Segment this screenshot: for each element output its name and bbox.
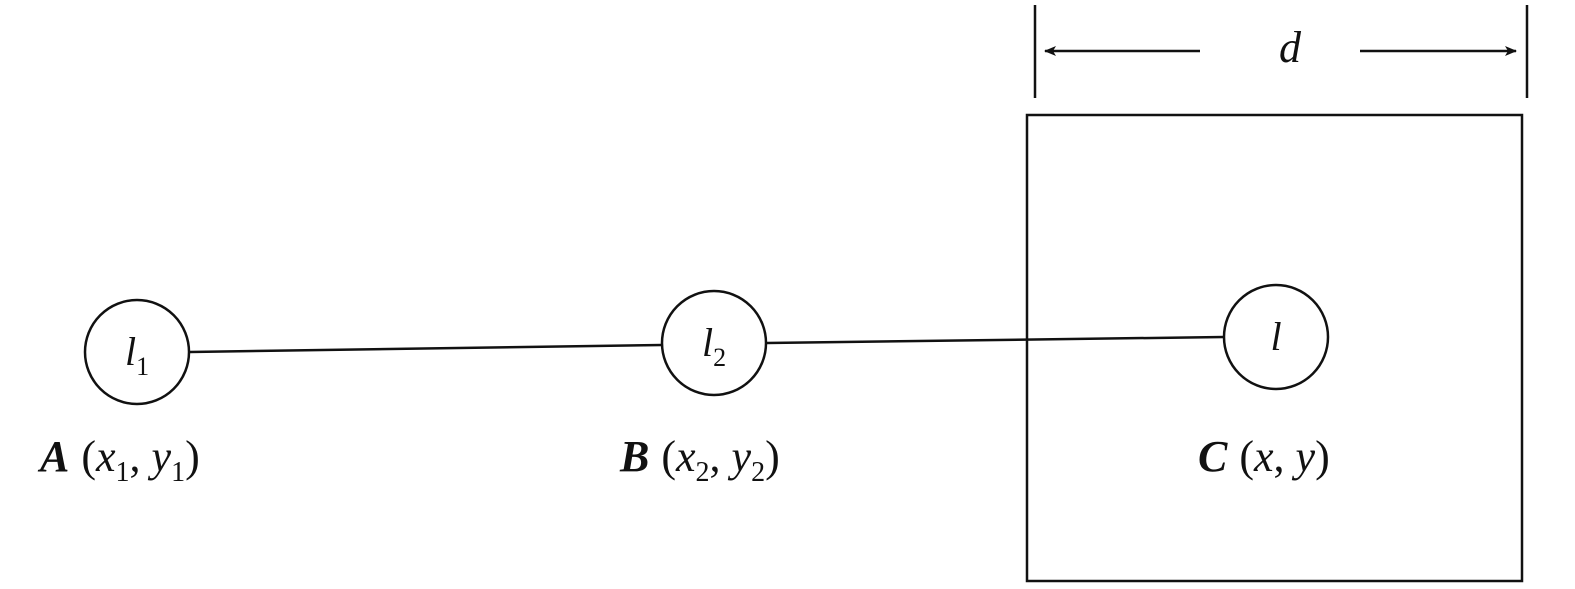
node-B-inner-label: l2 [702,320,726,372]
node-C: l [1222,283,1330,391]
node-A-inner-label: l1 [125,329,149,381]
node-C-coordinate-label: C(x, y) [1198,432,1330,481]
dimension-label: d [1279,23,1302,72]
node-B-circle [660,289,768,397]
node-A: l1 [83,298,191,406]
node-A-circle [83,298,191,406]
link-B-C [766,335,1225,345]
node-C-inner-label: l [1270,314,1281,359]
node-C-circle [1222,283,1330,391]
node-B: l2 [660,289,768,397]
node-A-coordinate-label: A(x1, y1) [37,432,200,488]
region-square [1025,113,1524,583]
link-A-B [189,343,663,354]
node-B-coordinate-label: B(x2, y2) [619,432,780,488]
